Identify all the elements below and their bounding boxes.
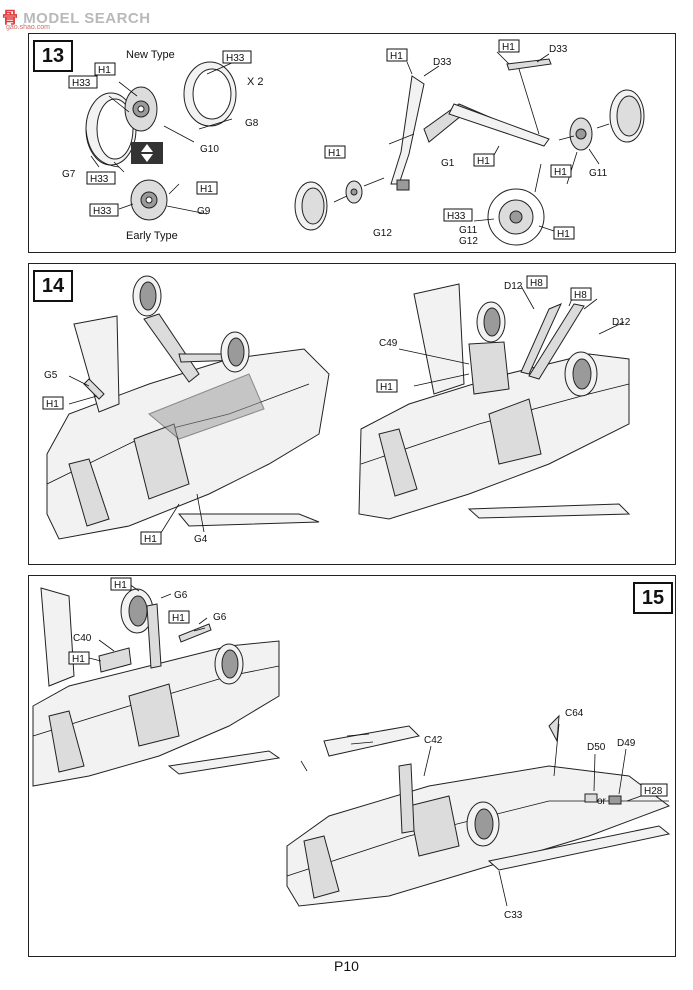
step-14-panel: 14 G5 H1 H1 G4 [28,263,676,565]
step-14-number: 14 [33,270,73,302]
label-h1-e: H1 [328,148,341,159]
label-g7: G7 [62,169,76,180]
watermark-site: MODEL SEARCH [23,10,151,27]
fuselage-right [358,283,631,520]
label-new-type: New Type [126,49,175,61]
label-c64: C64 [565,708,584,719]
label-h33: H33 [72,78,91,89]
step-13-panel: 13 N [28,33,676,253]
step-13-number: 13 [33,40,73,72]
label-d50: D50 [587,742,606,753]
label-g8: G8 [245,118,259,129]
label-g10: G10 [200,144,219,155]
label-c42: C42 [424,735,443,746]
watermark-url: gao.shao.com [6,24,50,31]
hub-early-type [130,179,168,221]
label-d12-b: D12 [612,317,631,328]
label-d33: D33 [433,57,452,68]
label-g6: G6 [174,590,188,601]
step-13-diagram: New Type H1 H33 H33 X 2 G8 G10 G7 H33 H1… [62,39,645,247]
label-h33-b: H33 [226,53,245,64]
step-14-diagram: G5 H1 H1 G4 C49 H1 D12 H8 H8 [42,275,631,545]
step-15-panel: 15 H1 G6 H1 G6 C40 H1 [28,575,676,957]
label-h33-e: H33 [447,211,466,222]
fuselage-upper [32,587,281,787]
label-h28: H28 [644,786,663,797]
fuselage-lower [286,714,671,907]
label-h1-f: H1 [477,156,490,167]
label-h33-d: H33 [93,206,112,217]
label-c33: C33 [504,910,523,921]
page-number: P10 [334,958,359,974]
landing-gear-assembly [294,58,645,246]
swap-arrows-icon [131,142,163,164]
wheel-g7 [85,92,137,168]
label-h1-h: H1 [557,229,570,240]
label-h1-c: H1 [72,654,85,665]
label-h8-b: H8 [574,290,587,301]
label-h1-c: H1 [380,382,393,393]
label-h1: H1 [114,580,127,591]
label-h1-g: H1 [554,167,567,178]
label-c40: C40 [73,633,92,644]
label-h1-c: H1 [390,51,403,62]
label-or: or [597,796,607,807]
label-h33-c: H33 [90,174,109,185]
label-d12: D12 [504,281,523,292]
label-g5: G5 [44,370,58,381]
label-d33-b: D33 [549,44,568,55]
label-h1: H1 [46,399,59,410]
label-g11-b: G11 [459,225,478,236]
label-h8: H8 [530,278,543,289]
watermark: 骨 MODEL SEARCH gao.shao.com [2,4,151,31]
fuselage-left [46,275,330,540]
wheel-g8 [183,61,237,127]
label-x2: X 2 [247,76,264,88]
step-15-number: 15 [633,582,673,614]
label-h1-b: H1 [172,613,185,624]
label-d49: D49 [617,738,636,749]
label-h1-b: H1 [144,534,157,545]
label-h1-b: H1 [200,184,213,195]
label-c49: C49 [379,338,398,349]
label-g1: G1 [441,158,455,169]
label-h1: H1 [98,65,111,76]
label-g11: G11 [589,168,608,179]
label-early-type: Early Type [126,230,178,242]
label-g12-b: G12 [459,236,478,247]
label-g12: G12 [373,228,392,239]
watermark-logo: 骨 [2,10,19,27]
label-h1-d: H1 [502,42,515,53]
label-g9: G9 [197,206,211,217]
label-g6-b: G6 [213,612,227,623]
label-g4: G4 [194,534,208,545]
hub-new-type [124,86,158,132]
step-15-diagram: H1 G6 H1 G6 C40 H1 C42 C64 D50 D49 or [32,577,671,921]
